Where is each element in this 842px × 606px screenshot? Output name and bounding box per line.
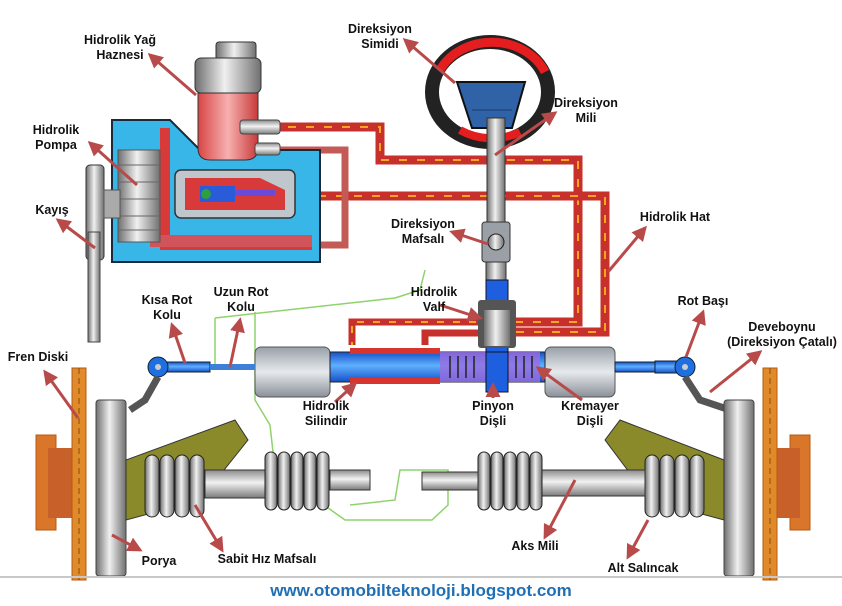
- label-hidrolik-silindir: Hidrolik Silindir: [302, 399, 350, 428]
- label-sabit-hiz-mafsali: Sabit Hız Mafsalı: [217, 552, 317, 566]
- label-aks-mili: Aks Mili: [511, 539, 559, 553]
- tie-rods: [128, 356, 732, 414]
- label-kisa-rot-kolu: Kısa Rot Kolu: [141, 293, 193, 322]
- label-uzun-rot-kolu: Uzun Rot Kolu: [213, 285, 269, 314]
- label-rot-basi: Rot Başı: [677, 294, 729, 308]
- label-hidrolik-yag-haznesi: Hidrolik Yağ Haznesi: [83, 33, 156, 62]
- pulley-belt: [85, 164, 121, 343]
- label-deveboynu: Deveboynu (Direksiyon Çatalı): [727, 320, 837, 349]
- label-hidrolik-pompa: Hidrolik Pompa: [32, 123, 80, 152]
- arrow-fren-diski: [43, 369, 80, 419]
- cylinder-line-right: [421, 329, 492, 345]
- label-hidrolik-valf: Hidrolik Valf: [410, 285, 458, 314]
- label-pinyon-disli: Pinyon Dişli: [472, 399, 514, 428]
- arrow-kremayer-disli: [535, 366, 583, 402]
- label-kremayer-disli: Kremayer Dişli: [561, 399, 619, 428]
- label-direksiyon-mili: Direksiyon Mili: [554, 96, 618, 125]
- footer-divider: [0, 576, 842, 578]
- cylinder-line-left: [348, 318, 492, 345]
- arrow-deveboynu: [709, 350, 763, 394]
- steering-joint: [481, 221, 511, 281]
- arrow-kisa-rot-kolu: [168, 322, 187, 364]
- label-hidrolik-hat: Hidrolik Hat: [639, 210, 711, 224]
- footer-url[interactable]: www.otomobilteknoloji.blogspot.com: [270, 581, 572, 600]
- hydraulic-lines: [262, 122, 610, 345]
- arrow-sabit-hiz-mafsali: [193, 504, 224, 553]
- steering-rack: [254, 279, 616, 398]
- label-kayis: Kayış: [35, 203, 69, 217]
- arrow-hidrolik-pompa: [87, 141, 138, 187]
- arrow-rot-basi: [684, 309, 706, 358]
- right-wheel-assembly: [421, 367, 811, 581]
- label-alt-salincak: Alt Salıncak: [607, 561, 679, 575]
- steering-column: [486, 117, 506, 229]
- leader-arrows: [43, 38, 763, 560]
- arrow-alt-salincak: [626, 519, 650, 560]
- oil-reservoir: [194, 41, 281, 161]
- arrow-hidrolik-yag-haznesi: [147, 53, 197, 97]
- arrow-porya: [111, 533, 143, 552]
- arrow-aks-mili: [543, 479, 577, 540]
- arrow-kayis: [55, 218, 96, 250]
- arrow-hidrolik-hat: [606, 225, 647, 273]
- arrow-direksiyon-mafsali: [449, 228, 489, 246]
- arrow-hidrolik-silindir: [333, 381, 358, 404]
- arrow-hidrolik-valf: [439, 303, 483, 322]
- arrow-direksiyon-mili: [494, 111, 558, 157]
- label-direksiyon-mafsali: Direksiyon Mafsalı: [391, 217, 455, 246]
- left-wheel-assembly: [35, 367, 371, 581]
- label-fren-diski: Fren Diski: [7, 350, 69, 364]
- arrow-uzun-rot-kolu: [228, 317, 245, 368]
- arrow-direksiyon-simidi: [402, 38, 456, 85]
- label-porya: Porya: [141, 554, 177, 568]
- label-direksiyon-simidi: Direksiyon Simidi: [348, 22, 412, 51]
